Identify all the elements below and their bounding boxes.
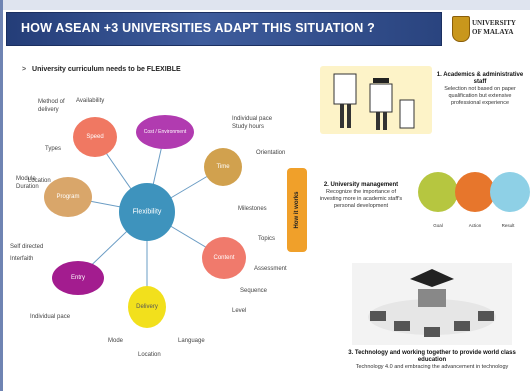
mm-label: Individual pace	[30, 314, 71, 320]
pill-action	[455, 172, 495, 212]
section-3: 3. Technology and working together to pr…	[340, 350, 524, 371]
mm-label: Milestones	[238, 206, 267, 212]
pill-goal-label: Goal	[433, 223, 443, 228]
network-laptops-icon	[368, 269, 496, 337]
slide-left-edge	[0, 0, 3, 391]
section-1-heading: 1. Academics & administrative staff	[436, 72, 524, 85]
node-label-cost: Cost / Environment	[143, 129, 187, 135]
node-delivery	[128, 286, 166, 328]
mm-label: Interfaith	[10, 256, 34, 262]
node-label-speed: Speed	[86, 134, 104, 140]
section-2: 2. University management Recognize the i…	[318, 182, 404, 210]
mm-label: Language	[178, 338, 205, 344]
slide-title: HOW ASEAN +3 UNIVERSITIES ADAPT THIS SIT…	[21, 21, 375, 35]
node-label-delivery: Delivery	[136, 304, 158, 310]
node-program	[44, 177, 92, 217]
section-3-heading: 3. Technology and working together to pr…	[348, 350, 516, 363]
staff-illustration	[320, 66, 432, 134]
mm-label: Module	[16, 176, 36, 182]
node-entry	[52, 261, 104, 295]
how-it-works-tab: How it works	[287, 168, 307, 252]
mm-label: Assessment	[254, 266, 287, 272]
node-label-entry: Entry	[70, 275, 86, 281]
university-logo: UNIVERSITY OF MALAYA	[450, 14, 526, 46]
title-bar: HOW ASEAN +3 UNIVERSITIES ADAPT THIS SIT…	[6, 12, 442, 46]
crest-icon	[452, 16, 470, 42]
mm-label: Individual pace	[232, 116, 273, 122]
node-label-center: Flexibility	[132, 208, 162, 216]
mm-label: Self directed	[10, 244, 44, 250]
node-label-time: Time	[216, 164, 230, 170]
pill-goal	[418, 172, 458, 212]
mm-label: Topics	[258, 236, 276, 242]
section-1: 1. Academics & administrative staff Sele…	[436, 72, 524, 107]
pill-result-label: Result	[501, 223, 515, 228]
bullet-point: > University curriculum needs to be FLEX…	[22, 66, 181, 73]
mm-label: Duration	[16, 184, 39, 190]
how-it-works-label: How it works	[294, 191, 300, 229]
section-2-heading: 2. University management	[323, 182, 399, 188]
mm-label: Orientation	[256, 150, 286, 156]
section-3-text: Technology 4.0 and embracing the advance…	[355, 364, 509, 370]
pill-result	[490, 172, 530, 212]
section-2-text: Recognize the importance of investing mo…	[319, 189, 403, 209]
node-label-content: Content	[213, 255, 235, 261]
bullet-text: University curriculum needs to be FLEXIB…	[32, 66, 181, 73]
staff-figures-icon	[333, 73, 415, 130]
mm-label: Level	[232, 308, 247, 314]
node-center	[119, 183, 175, 241]
mm-label: Location	[28, 178, 51, 184]
mind-map: Speed Cost / Environment Time Content De…	[0, 82, 295, 382]
top-strip	[0, 0, 530, 10]
node-time	[204, 148, 242, 186]
bullet-arrow-icon: >	[22, 66, 27, 73]
node-label-program: Program	[56, 194, 80, 200]
node-speed	[73, 117, 117, 157]
mm-label: Study hours	[232, 124, 265, 130]
mm-label: Sequence	[240, 288, 268, 294]
node-content	[202, 237, 246, 279]
section-1-text: Selection not based on paper qualificati…	[444, 86, 516, 106]
network-illustration	[352, 263, 512, 345]
university-name: UNIVERSITY OF MALAYA	[472, 19, 516, 36]
mm-label: Method of delivery	[38, 99, 65, 113]
pill-action-label: Action	[468, 223, 482, 228]
mm-label: Location	[138, 352, 161, 358]
mm-label: Mode	[108, 338, 124, 344]
mind-map-graphic	[44, 115, 246, 328]
mm-label: Types	[45, 146, 62, 152]
mm-label: Availability	[76, 98, 105, 104]
node-cost	[136, 115, 194, 149]
